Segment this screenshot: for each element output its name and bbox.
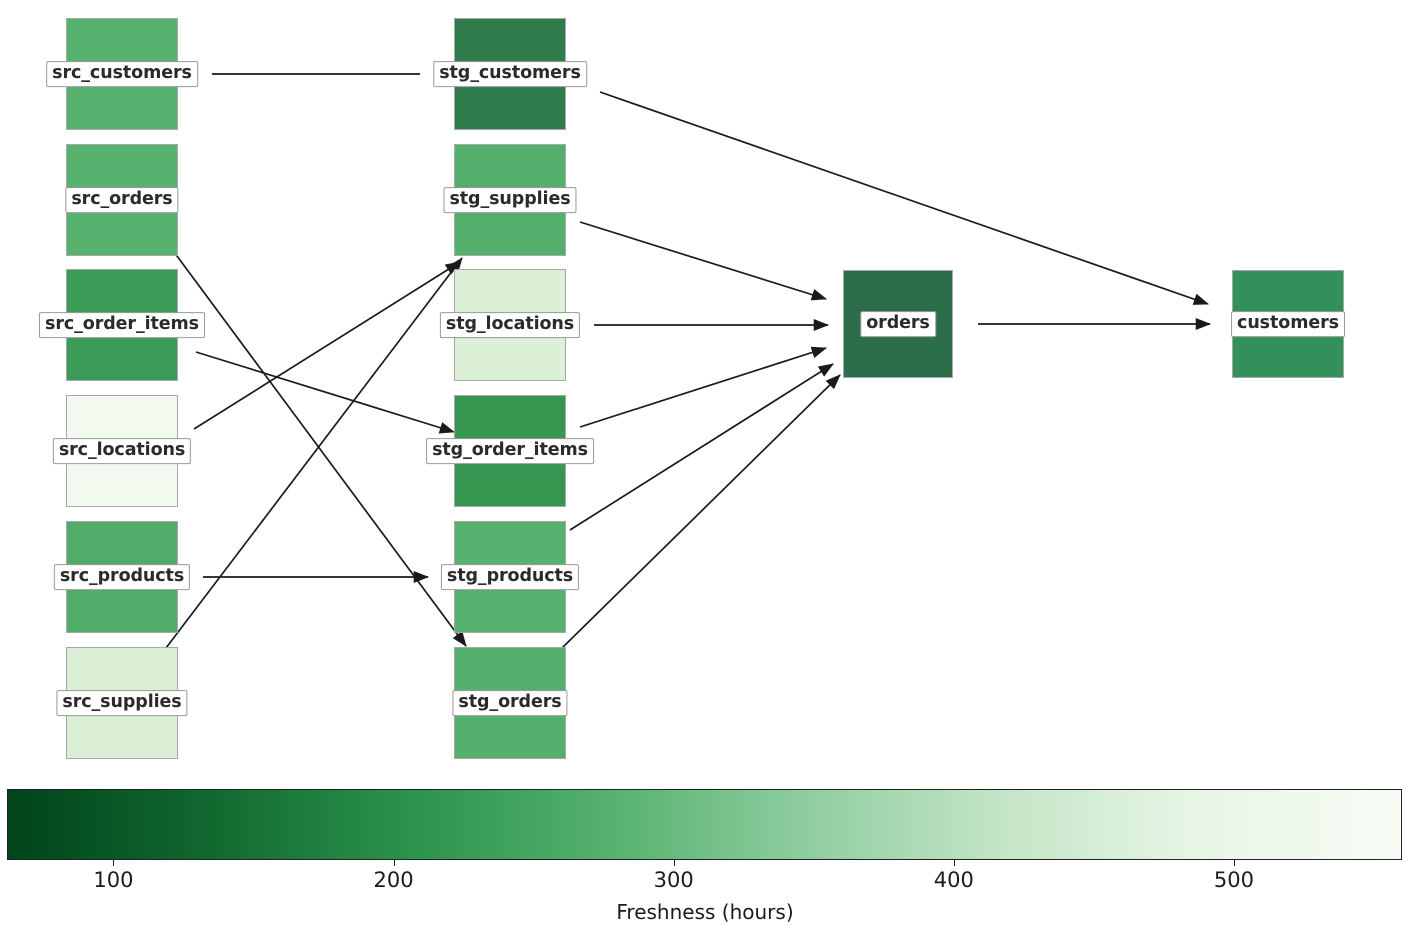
colorbar-axis-label: Freshness (hours)	[616, 900, 794, 924]
colorbar-tick-mark	[113, 860, 115, 866]
node-label-stg_locations[interactable]: stg_locations	[439, 312, 581, 338]
edge-stg_order_items-orders	[579, 346, 827, 428]
colorbar-gradient	[7, 789, 1402, 860]
edge-src_orders-stg_orders	[173, 251, 467, 647]
colorbar-tick-mark	[953, 860, 955, 866]
node-label-src_supplies[interactable]: src_supplies	[56, 690, 188, 716]
edge-src_order_items-stg_order_items	[195, 351, 455, 434]
colorbar-tick-label: 500	[1213, 868, 1254, 892]
node-label-stg_order_items[interactable]: stg_order_items	[426, 438, 594, 464]
edge-src_supplies-stg_supplies	[165, 257, 463, 649]
colorbar-tick-label: 100	[93, 868, 134, 892]
colorbar: 100 200 300 400 500 Freshness (hours)	[0, 775, 1410, 926]
node-label-stg_orders[interactable]: stg_orders	[452, 690, 568, 716]
edge-stg_orders-orders	[561, 374, 841, 649]
node-label-src_locations[interactable]: src_locations	[52, 438, 192, 464]
colorbar-tick-mark	[673, 860, 675, 866]
edge-layer	[165, 73, 1212, 649]
node-label-src_order_items[interactable]: src_order_items	[39, 312, 205, 338]
colorbar-tick-label: 200	[373, 868, 414, 892]
colorbar-tick-label: 400	[933, 868, 974, 892]
node-label-src_customers[interactable]: src_customers	[46, 61, 198, 87]
edge-stg_supplies-orders	[579, 221, 827, 301]
edge-stg_products-orders	[569, 363, 834, 531]
node-label-stg_products[interactable]: stg_products	[440, 564, 580, 590]
node-label-stg_supplies[interactable]: stg_supplies	[443, 187, 577, 213]
edge-src_locations-stg_locations	[193, 261, 461, 430]
colorbar-tick-label: 300	[653, 868, 694, 892]
node-label-customers[interactable]: customers	[1231, 311, 1345, 337]
colorbar-tick-mark	[1233, 860, 1235, 866]
node-label-src_products[interactable]: src_products	[53, 564, 191, 590]
colorbar-tick-mark	[393, 860, 395, 866]
node-label-src_orders[interactable]: src_orders	[65, 187, 179, 213]
node-label-orders[interactable]: orders	[860, 311, 936, 337]
node-label-stg_customers[interactable]: stg_customers	[433, 61, 587, 87]
